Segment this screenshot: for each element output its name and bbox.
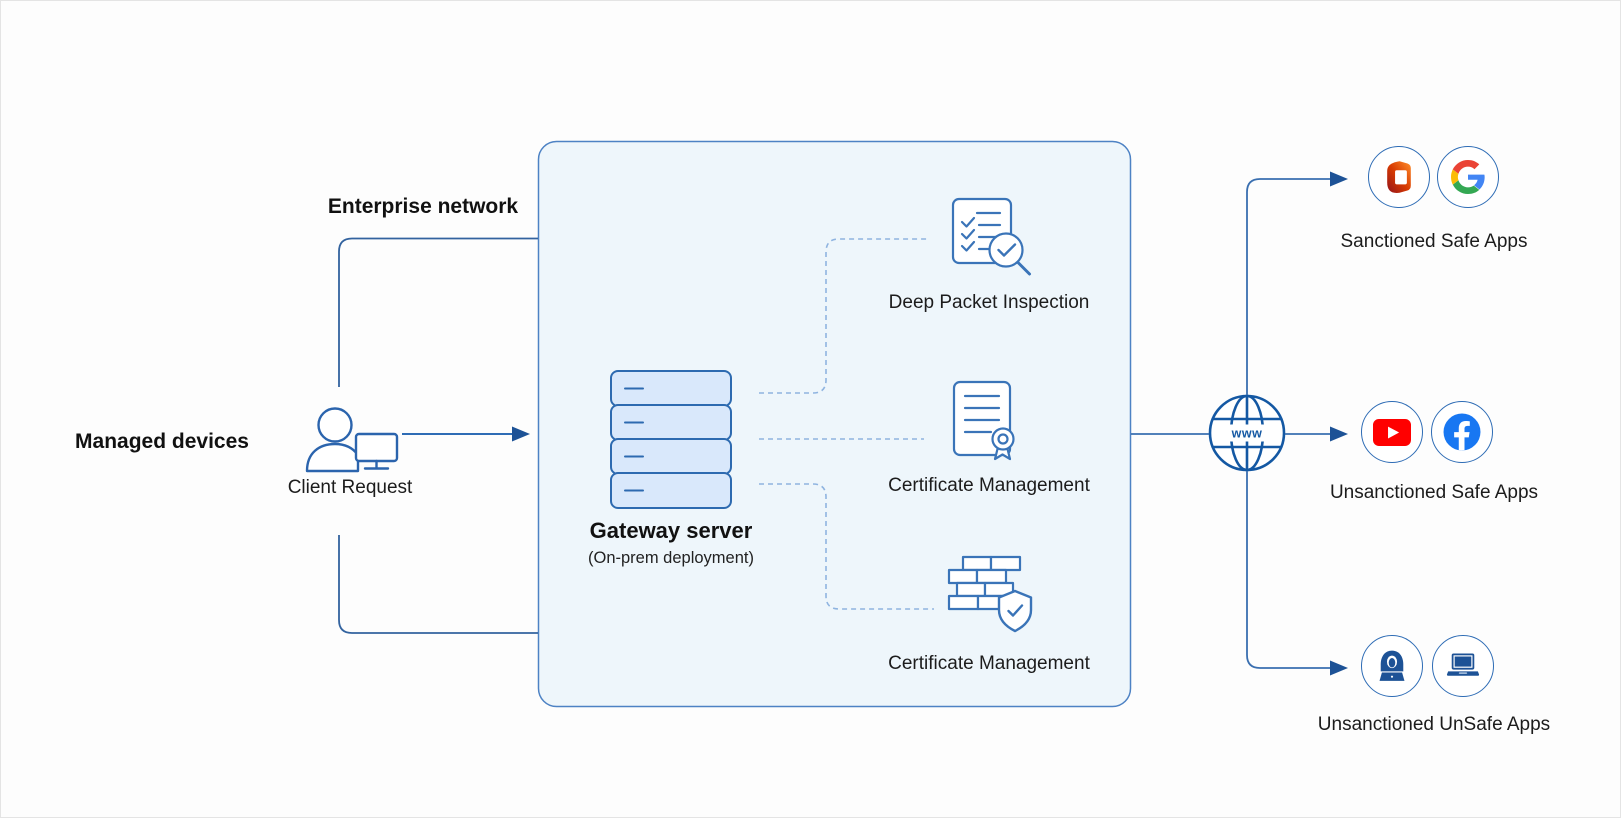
server-feature-connectors [759,238,934,610]
hacker-icon [1379,650,1405,681]
app-circle-hacker [1361,635,1423,697]
firewall-shield-icon [947,555,1033,633]
client-device-icon [305,407,399,473]
youtube-icon [1373,418,1411,446]
certificate-icon [952,380,1015,461]
gateway-server-title: Gateway server [589,518,753,543]
app-circle-laptop [1432,635,1494,697]
app-circle-google [1437,146,1499,208]
globe-branch-arrowheads [1330,171,1348,676]
unsanctioned-safe-apps-label: Unsanctioned Safe Apps [1329,482,1539,503]
feature-label-firewall: Certificate Management [888,653,1090,674]
app-circle-facebook [1431,401,1493,463]
sanctioned-safe-apps-label: Sanctioned Safe Apps [1340,231,1528,252]
enterprise-network-label: Enterprise network [327,195,519,218]
unsanctioned-unsafe-apps-label: Unsanctioned UnSafe Apps [1317,714,1551,735]
globe-www-label: www [1231,427,1263,441]
client-request-label: Client Request [287,477,413,498]
gateway-server-icon [610,370,732,509]
packet-inspection-icon [951,197,1031,276]
google-icon [1451,160,1485,194]
client-to-gateway-arrow [402,426,530,442]
feature-label-deep-packet-inspection: Deep Packet Inspection [888,292,1090,313]
app-circle-office [1368,146,1430,208]
facebook-icon [1443,413,1481,451]
feature-label-certificate-management: Certificate Management [888,475,1090,496]
globe-icon: www [1208,394,1286,472]
microsoft-office-icon [1387,161,1411,193]
laptop-icon [1446,653,1480,676]
gateway-server-subtitle: (On-prem deployment) [588,549,754,567]
managed-devices-label: Managed devices [75,430,249,453]
globe-branch-lines [1131,178,1330,669]
enterprise-network-bracket [338,237,538,634]
app-circle-youtube [1361,401,1423,463]
